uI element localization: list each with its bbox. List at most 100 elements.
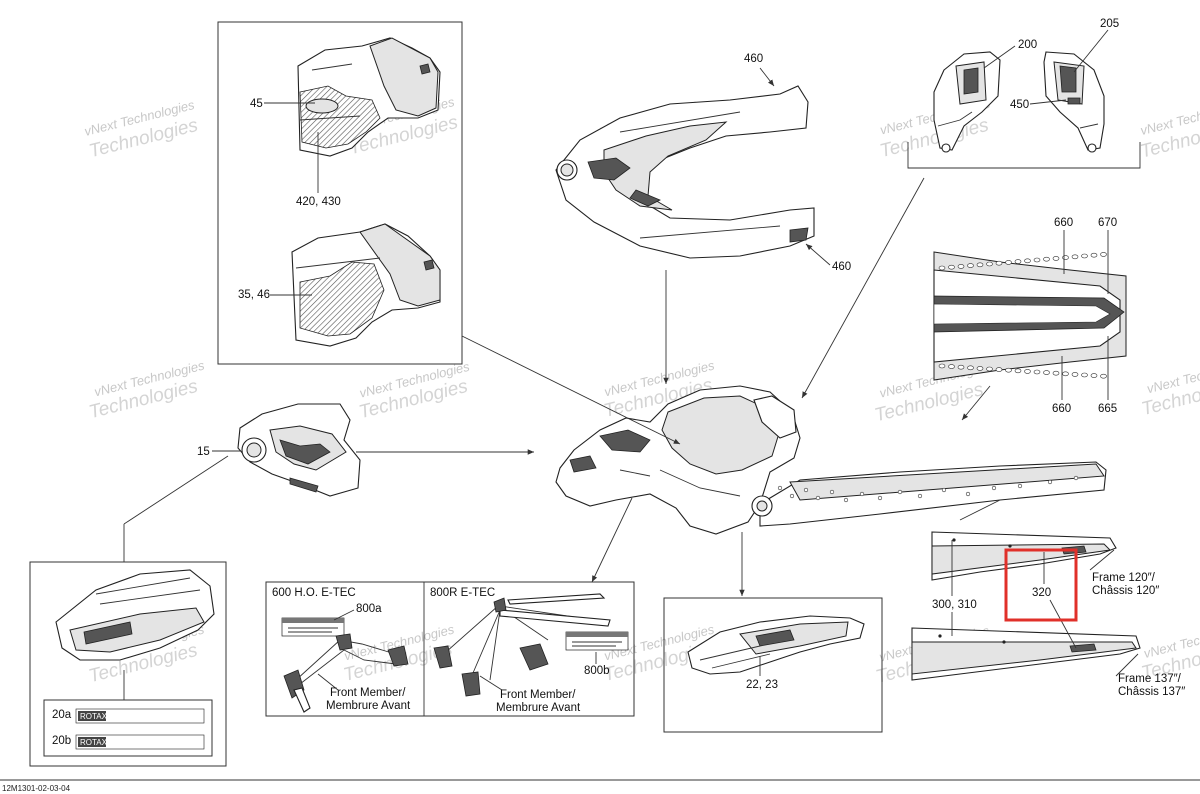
callout-45: 45 — [250, 98, 263, 110]
frame-137-label-fr: Châssis 137″ — [1118, 686, 1185, 698]
tunnel-hole — [1071, 372, 1079, 377]
tunnel-hole — [1014, 259, 1022, 264]
decal-800-strip: ROTAX 800R E-TEC — [75, 734, 205, 750]
side-panel-detail-box — [217, 21, 463, 365]
decal-600-text: ROTAX 600 HO E-TEC — [80, 712, 163, 721]
decal-600-strip: ROTAX 600 HO E-TEC — [75, 708, 205, 724]
callout-460-bottom: 460 — [832, 261, 851, 273]
front-member-800-label-en: Front Member/ — [500, 689, 576, 701]
front-member-600 — [283, 633, 409, 713]
tunnel-hole — [1043, 256, 1050, 262]
frame-120-label-en: Frame 120″/ — [1092, 572, 1156, 584]
side-panel-to-assembly-line — [461, 335, 681, 445]
tunnel-hole — [948, 264, 955, 270]
tunnel-hole — [1062, 255, 1069, 260]
assembly-hole — [991, 485, 997, 491]
tunnel-hole — [1005, 367, 1012, 373]
assembly-hole — [1017, 483, 1023, 489]
decal-800-text: ROTAX 800R E-TEC — [80, 738, 155, 747]
tunnel-hole — [986, 261, 993, 267]
highlight-box-320 — [1004, 548, 1078, 622]
belly-pan-part — [687, 615, 865, 675]
engine-600-title: 600 H.O. E-TEC — [272, 587, 356, 599]
tunnel-to-assembly-arrow — [961, 385, 991, 421]
assembly-hole — [1047, 479, 1053, 485]
engine-800-title: 800R E-TEC — [430, 587, 495, 599]
tunnel-hole — [1043, 370, 1050, 375]
side-cover-right — [1043, 51, 1105, 153]
callout-35-46: 35, 46 — [238, 289, 270, 301]
front-member-600-label-fr: Membrure Avant — [326, 700, 411, 712]
tunnel-hole — [1100, 373, 1107, 379]
tunnel-hole — [957, 264, 965, 269]
callout-660-top: 660 — [1054, 217, 1073, 229]
frame-120-label-fr: Châssis 120″ — [1092, 585, 1159, 597]
decal-panel-illustration — [55, 569, 215, 661]
tunnel-hole — [1052, 256, 1060, 261]
side-cover-to-assembly-arrow — [801, 177, 925, 399]
callout-670: 670 — [1098, 217, 1117, 229]
assembly-hole — [897, 489, 903, 495]
tunnel-part — [933, 251, 1127, 381]
callout-800a: 800a — [356, 603, 382, 615]
tunnel-hole — [1014, 368, 1022, 374]
assembly-hole — [829, 489, 835, 495]
assembly-hole — [843, 497, 849, 503]
tunnel-hole — [1071, 254, 1079, 260]
front-member-800-label-fr: Membrure Avant — [496, 702, 581, 714]
tunnel-hole — [995, 367, 1003, 372]
assembly-hole — [803, 487, 809, 493]
callout-420-430: 420, 430 — [296, 196, 341, 208]
hood-part — [555, 85, 815, 259]
front-member-600-label-en: Front Member/ — [330, 687, 406, 699]
tunnel-hole — [1033, 257, 1041, 263]
decal-list-box — [43, 699, 213, 757]
front-nose-part — [237, 403, 361, 497]
callout-20a: 20a — [52, 709, 72, 721]
tunnel-hole — [957, 364, 965, 370]
tunnel-hole — [1024, 258, 1031, 264]
tunnel-hole — [1062, 371, 1069, 377]
callout-450: 450 — [1010, 99, 1029, 111]
side-panel-lower — [291, 223, 441, 347]
callout-800b: 800b — [584, 665, 610, 677]
tunnel-hole — [938, 363, 946, 369]
main-assembly — [555, 385, 1107, 535]
tunnel-hole — [1100, 252, 1107, 257]
footer-code: 12M1301-02-03-04 — [2, 784, 71, 793]
assembly-hole — [877, 495, 883, 501]
assembly-to-front-member-arrow — [591, 497, 633, 583]
tunnel-hole — [1081, 372, 1088, 378]
assembly-hole — [789, 493, 795, 499]
assembly-hole — [777, 485, 783, 491]
tunnel-holes — [938, 252, 1107, 379]
callout-665: 665 — [1098, 403, 1117, 415]
tunnel-hole — [967, 263, 974, 268]
tunnel-hole — [948, 364, 955, 369]
tunnel-hole — [1005, 260, 1012, 265]
frame-120-part — [931, 531, 1117, 581]
side-panel-upper — [297, 37, 441, 157]
assembly-hole — [859, 491, 865, 497]
frame-pointer-line — [959, 499, 1001, 521]
callout-320: 320 — [1032, 587, 1051, 599]
callout-660-bottom: 660 — [1052, 403, 1071, 415]
callout-22-23: 22, 23 — [746, 679, 778, 691]
assembly-hole — [941, 487, 947, 493]
side-cover-left — [933, 51, 1001, 153]
callout-300-310: 300, 310 — [932, 599, 977, 611]
tunnel-hole — [967, 365, 974, 371]
tunnel-hole — [995, 260, 1003, 266]
assembly-holes — [777, 475, 1079, 503]
tunnel-hole — [938, 265, 946, 271]
tunnel-hole — [1033, 369, 1041, 375]
tunnel-hole — [1090, 252, 1098, 258]
frame-137-label-en: Frame 137″/ — [1118, 673, 1182, 685]
tunnel-hole — [986, 366, 993, 372]
decal-detail-box — [29, 561, 227, 767]
warning-label-600 — [281, 617, 345, 637]
tunnel-hole — [1052, 370, 1060, 376]
tunnel-hole — [1090, 373, 1098, 378]
tunnel-hole — [976, 366, 984, 371]
